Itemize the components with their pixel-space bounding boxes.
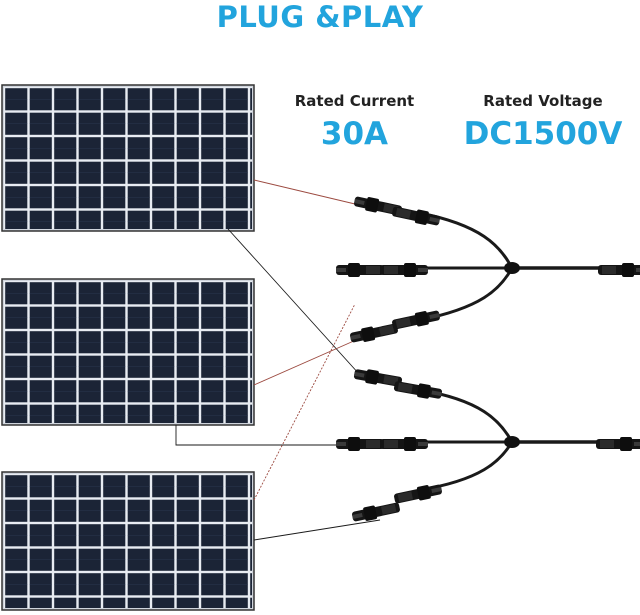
branch-connector-lower (418, 388, 614, 492)
headline-title: PLUG &PLAY (216, 0, 424, 34)
solar-panel-2 (1, 278, 255, 426)
panel-wires (175, 179, 381, 541)
rated-current-spec: Rated Current 30A (282, 92, 427, 152)
rated-voltage-label: Rated Voltage (483, 92, 603, 110)
branch-connector-upper (416, 211, 614, 322)
solar-panel-1 (1, 84, 255, 232)
rated-current-value: 30A (320, 116, 389, 152)
rated-current-label: Rated Current (294, 92, 415, 110)
rated-voltage-spec: Rated Voltage DC1500V (463, 92, 623, 152)
solar-panel-3 (1, 471, 255, 611)
mc4-connectors (336, 194, 640, 524)
rated-voltage-value: DC1500V (463, 116, 623, 152)
